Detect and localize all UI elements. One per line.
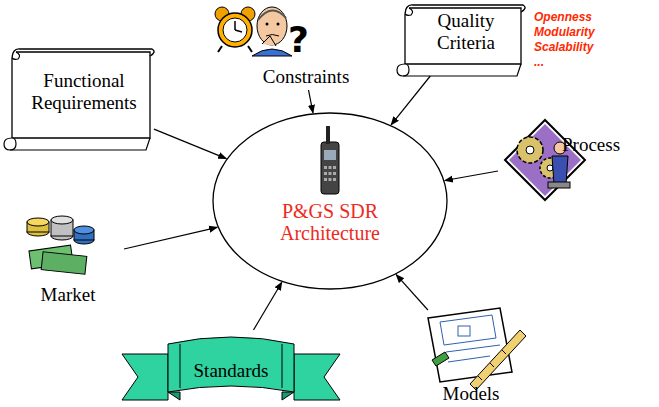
architecture-ellipse: P&GS SDR Architecture — [212, 112, 448, 290]
arrow-connector — [445, 171, 498, 181]
node-text: Functional Requirements — [20, 70, 148, 114]
quality-attribute-list: OpennessModularityScalability... — [534, 10, 595, 70]
node-text: Standards — [120, 360, 342, 382]
quality-attribute: Scalability — [534, 40, 595, 55]
blueprint-icon — [428, 308, 526, 390]
thinking-man-icon — [252, 7, 292, 56]
node-text: Constraints — [245, 66, 367, 88]
quality-attribute: Modularity — [534, 25, 595, 40]
requirements-scroll: Functional Requirements — [2, 46, 154, 150]
money-icon — [27, 216, 94, 274]
clock-icon — [215, 7, 255, 52]
arrow-connector — [124, 227, 217, 249]
models-node: Models — [415, 310, 527, 406]
node-text: P&GS SDR Architecture — [232, 200, 428, 244]
constraints-label: Constraints — [245, 64, 367, 90]
node-text: Quality Criteria — [413, 10, 519, 54]
node-text: Models — [415, 383, 527, 405]
quality-scroll: Quality Criteria — [395, 2, 525, 76]
node-text: Market — [12, 284, 124, 306]
node-text: Process — [562, 134, 643, 156]
arrow-connector — [396, 275, 428, 310]
standards-ribbon: Standards — [120, 330, 342, 406]
arrow-connector — [309, 90, 314, 113]
quality-attribute: ... — [534, 55, 595, 70]
arrow-connector — [154, 129, 226, 159]
process-icon — [505, 120, 585, 200]
arrow-connector — [254, 282, 282, 330]
quality-attribute: Openness — [534, 10, 595, 25]
market-node: Market — [12, 212, 124, 312]
question-mark-icon: ? — [288, 19, 309, 60]
process-node: Process — [498, 106, 643, 210]
arrow-connector — [391, 76, 430, 125]
